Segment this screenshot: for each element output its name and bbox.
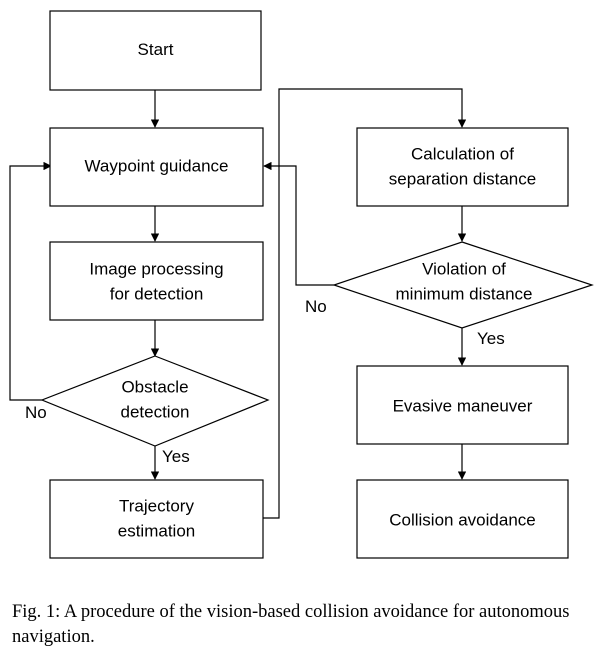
node-calculation-line1: Calculation of bbox=[411, 144, 514, 163]
edges bbox=[9, 88, 467, 519]
label-obstacle-no: No bbox=[25, 403, 47, 422]
node-image-processing-line1: Image processing bbox=[89, 259, 223, 278]
node-obstacle-line2: detection bbox=[121, 402, 190, 421]
label-violation-yes: Yes bbox=[477, 329, 505, 348]
node-start-label: Start bbox=[138, 40, 174, 59]
node-evasive-maneuver: Evasive maneuver bbox=[356, 365, 569, 445]
node-collision-avoidance: Collision avoidance bbox=[356, 479, 569, 559]
flowchart: Start Waypoint guidance Image processing… bbox=[9, 10, 594, 559]
node-obstacle-detection: Obstacle detection bbox=[40, 355, 270, 447]
node-image-processing-line2: for detection bbox=[110, 284, 204, 303]
node-trajectory-line1: Trajectory bbox=[119, 496, 194, 515]
node-image-processing: Image processing for detection bbox=[49, 241, 264, 321]
edge-violation-no-loop bbox=[263, 161, 334, 286]
node-waypoint-label: Waypoint guidance bbox=[85, 156, 229, 175]
node-calculation-line2: separation distance bbox=[389, 169, 536, 188]
node-trajectory-estimation: Trajectory estimation bbox=[49, 479, 264, 559]
edge-trajectory-calculation bbox=[263, 88, 467, 519]
node-waypoint-guidance: Waypoint guidance bbox=[49, 127, 264, 207]
node-collision-label: Collision avoidance bbox=[389, 510, 535, 529]
node-calculation: Calculation of separation distance bbox=[356, 127, 569, 207]
figure-caption: Fig. 1: A procedure of the vision-based … bbox=[12, 602, 570, 647]
node-start: Start bbox=[49, 10, 262, 91]
node-evasive-label: Evasive maneuver bbox=[393, 396, 533, 415]
label-violation-no: No bbox=[305, 297, 327, 316]
node-trajectory-line2: estimation bbox=[118, 521, 195, 540]
node-obstacle-line1: Obstacle bbox=[121, 377, 188, 396]
node-violation-line1: Violation of bbox=[422, 259, 506, 278]
node-violation-line2: minimum distance bbox=[396, 284, 533, 303]
edge-obstacle-no-loop bbox=[9, 161, 52, 401]
label-obstacle-yes: Yes bbox=[162, 447, 190, 466]
node-violation: Violation of minimum distance bbox=[332, 241, 594, 329]
